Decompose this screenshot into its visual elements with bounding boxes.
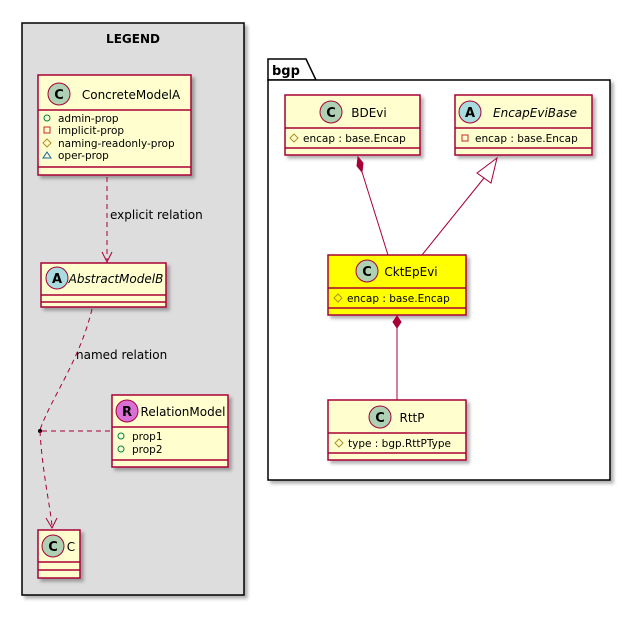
class-encap-evi-base[interactable]: A EncapEviBase encap : base.Encap xyxy=(454,94,593,156)
public-icon xyxy=(43,114,51,122)
class-concrete-model-a[interactable]: C ConcreteModelA admin-prop implicit-pro… xyxy=(37,74,192,176)
class-c-icon: C xyxy=(54,88,64,103)
protected-icon xyxy=(289,133,299,143)
class-rttp[interactable]: C RttP type : bgp.RttPType xyxy=(327,399,467,461)
class-name: BDEvi xyxy=(351,106,387,120)
class-c-icon: C xyxy=(48,540,58,555)
class-name: EncapEviBase xyxy=(493,106,577,120)
class-name: AbstractModelB xyxy=(68,272,164,286)
class-attr: encap : base.Encap xyxy=(475,133,578,145)
prop-admin: admin-prop xyxy=(58,113,119,125)
explicit-relation-label: explicit relation xyxy=(110,208,203,222)
class-name: CktEpEvi xyxy=(384,265,437,279)
explicit-relation-edge: explicit relation xyxy=(101,177,203,264)
inheritance-edge-encap xyxy=(421,156,498,256)
prop-1: prop1 xyxy=(132,431,163,443)
class-abstract-model-b[interactable]: A AbstractModelB xyxy=(40,262,167,308)
package-name: bgp xyxy=(272,64,300,79)
private-icon xyxy=(43,126,51,134)
composition-edge-bdevi xyxy=(356,155,389,256)
abstract-a-icon: A xyxy=(465,106,475,121)
named-relation-label: named relation xyxy=(76,348,167,362)
class-c[interactable]: C C xyxy=(37,529,81,579)
composition-edge-rttp xyxy=(392,315,402,400)
public-icon xyxy=(117,445,125,453)
relation-r-icon: R xyxy=(122,405,132,420)
class-relation-model[interactable]: R RelationModel prop1 prop2 xyxy=(111,394,229,468)
protected-icon xyxy=(42,138,52,148)
class-cktepevi[interactable]: C CktEpEvi encap : base.Encap xyxy=(327,254,467,316)
class-attr: encap : base.Encap xyxy=(347,293,450,305)
prop-oper: oper-prop xyxy=(58,150,109,162)
private-icon xyxy=(461,134,469,142)
named-relation-edge: named relation xyxy=(38,308,167,530)
class-c-icon: C xyxy=(362,265,372,280)
class-attr: type : bgp.RttPType xyxy=(348,438,451,450)
prop-2: prop2 xyxy=(132,444,163,456)
class-name: C xyxy=(67,540,75,554)
prop-naming-readonly: naming-readonly-prop xyxy=(58,138,175,150)
class-name: RelationModel xyxy=(141,405,226,419)
class-name: RttP xyxy=(400,411,425,425)
prop-implicit: implicit-prop xyxy=(58,125,124,137)
class-bdevi[interactable]: C BDEvi encap : base.Encap xyxy=(284,94,421,156)
legend-title: LEGEND xyxy=(106,32,160,46)
abstract-a-icon: A xyxy=(52,272,62,287)
protected-icon xyxy=(334,438,344,448)
class-c-icon: C xyxy=(375,411,385,426)
package-icon xyxy=(42,151,52,159)
class-name: ConcreteModelA xyxy=(82,88,181,102)
public-icon xyxy=(117,432,125,440)
protected-icon xyxy=(333,293,343,303)
class-c-icon: C xyxy=(326,106,336,121)
class-attr: encap : base.Encap xyxy=(303,133,406,145)
